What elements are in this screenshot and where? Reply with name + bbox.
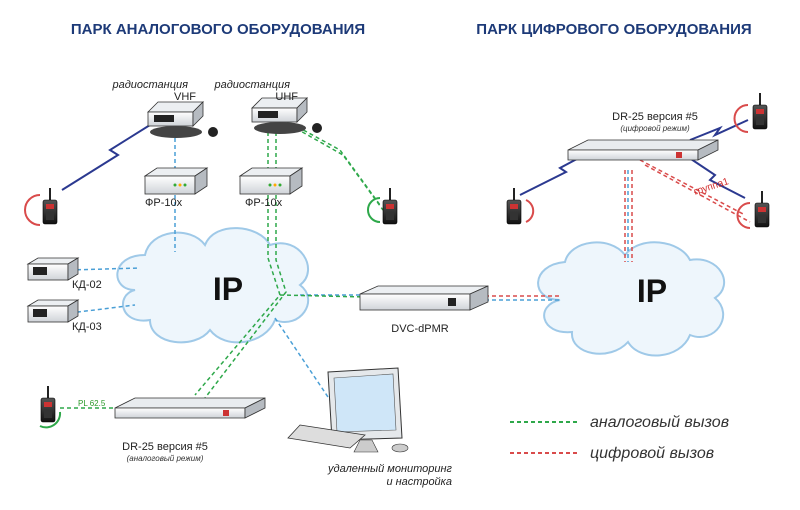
dr25-digital-label-2: (цифровой режим) bbox=[620, 124, 690, 133]
digital-ip-links bbox=[485, 170, 629, 301]
vhf-radio bbox=[147, 101, 218, 138]
kd03-console bbox=[26, 299, 80, 323]
handheld-radio-uhf bbox=[382, 187, 398, 225]
ip-label-right: IP bbox=[637, 273, 667, 309]
kd03-label: КД-03 bbox=[72, 321, 102, 333]
vhf-label-1: радиостанция bbox=[111, 79, 188, 91]
monitoring-label-1: удаленный мониторинг bbox=[327, 463, 453, 475]
fr10x-left-label: ФР-10х bbox=[145, 197, 183, 209]
ip-cloud-left: IP bbox=[116, 227, 310, 344]
vhf-label-2: VHF bbox=[174, 91, 196, 103]
uhf-radio bbox=[251, 97, 322, 134]
fr10x-right bbox=[238, 167, 304, 195]
heading-analog: ПАРК АНАЛОГОВОГО ОБОРУДОВАНИЯ bbox=[71, 21, 365, 38]
uhf-label-1: радиостанция bbox=[213, 79, 290, 91]
fr10x-right-label: ФР-10х bbox=[245, 197, 283, 209]
dvc-dpmr-device bbox=[359, 285, 489, 311]
handheld-radio-digital-right bbox=[754, 190, 770, 228]
ip-cloud-right: IP bbox=[537, 241, 726, 357]
monitoring-label-2: и настройка bbox=[386, 476, 452, 488]
kd02-label: КД-02 bbox=[72, 279, 102, 291]
radio-links bbox=[61, 119, 749, 199]
kd02-console bbox=[26, 257, 80, 281]
heading-digital: ПАРК ЦИФРОВОГО ОБОРУДОВАНИЯ bbox=[476, 21, 751, 38]
handheld-radio-vhf bbox=[42, 187, 58, 225]
dvc-label: DVC-dPMR bbox=[391, 323, 449, 335]
dr25-digital-label-1: DR-25 версия #5 bbox=[612, 111, 698, 123]
dr25-analog-label-1: DR-25 версия #5 bbox=[122, 441, 208, 453]
uhf-label-2: UHF bbox=[275, 91, 298, 103]
fr10x-left bbox=[143, 167, 209, 195]
signal-arcs bbox=[24, 104, 751, 429]
handheld-radio-digital-left bbox=[506, 187, 522, 225]
legend-analog-label: аналоговый вызов bbox=[590, 414, 729, 431]
dr25-analog-label-2: (аналоговый режим) bbox=[127, 454, 204, 463]
pl-label: PL 62.5 bbox=[78, 399, 106, 408]
monitoring-workstation bbox=[287, 367, 409, 453]
digital-links bbox=[485, 159, 751, 297]
handheld-radio-digital-top bbox=[752, 92, 768, 130]
handheld-radio-analog-dr25 bbox=[40, 385, 56, 423]
dr25-digital-rack bbox=[567, 139, 719, 161]
dr25-analog-rack bbox=[114, 397, 266, 419]
ip-label-left: IP bbox=[213, 271, 243, 307]
legend-digital-label: цифровой вызов bbox=[590, 445, 714, 462]
legend: аналоговый вызов цифровой вызов bbox=[510, 414, 729, 462]
